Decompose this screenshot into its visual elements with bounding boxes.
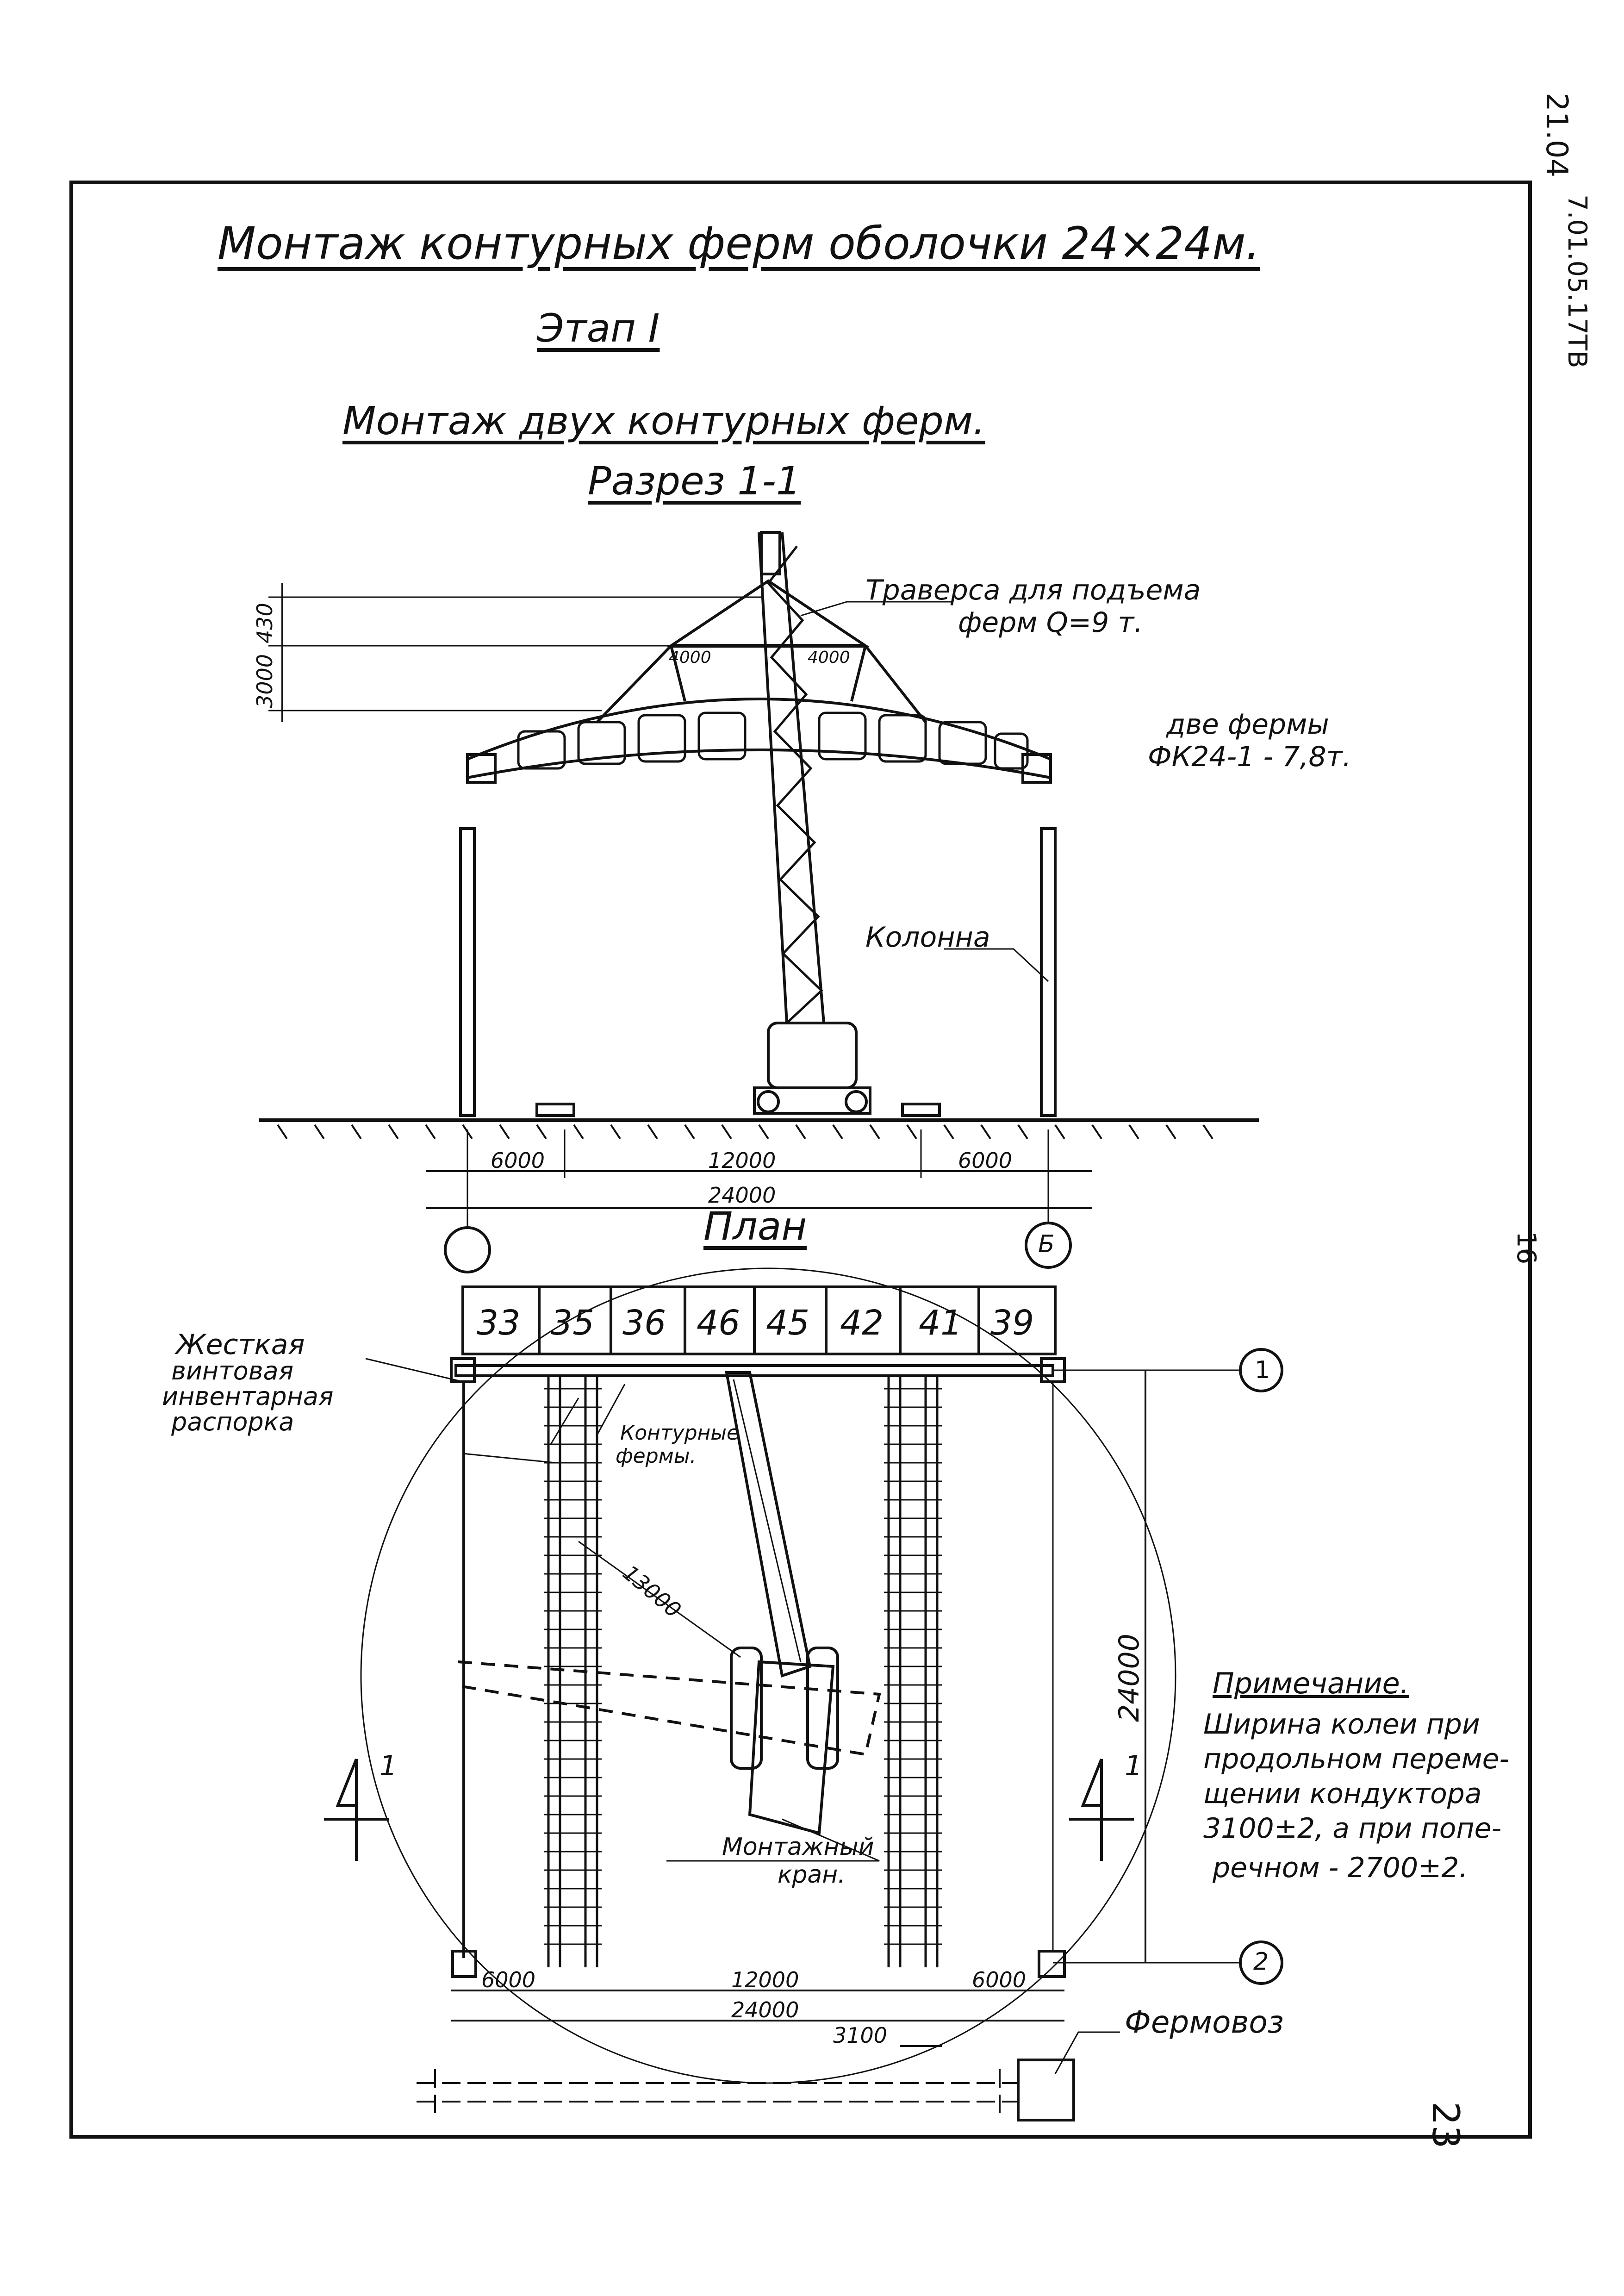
plan-dim-6000-left: 6000 (481, 1967, 536, 1992)
crane-radius-circle (360, 1267, 1176, 2084)
crane-label-2: кран. (778, 1861, 846, 1889)
note-line: продольном переме- (1203, 1743, 1510, 1775)
axis-circle-1 (1239, 1348, 1283, 1392)
crane-label-1: Монтажный (722, 1833, 874, 1861)
dim-6000-right: 6000 (958, 1148, 1013, 1173)
crane-cab (767, 1022, 858, 1089)
column-label: Колонна (865, 921, 990, 954)
plan-dim-3100: 3100 (833, 2023, 888, 2048)
column-right (1040, 827, 1057, 1117)
crane-boom (758, 532, 825, 1023)
dim-24000-vertical: 24000 (1113, 1634, 1145, 1722)
crane-track-left (730, 1647, 763, 1770)
boom-tip (760, 531, 781, 575)
brace-label-3: инвентарная (162, 1382, 334, 1411)
truss-top-chord (467, 698, 1052, 761)
truss-number: 46 (697, 1303, 740, 1343)
crane-body-plan (748, 1660, 835, 1835)
dim-6000-left: 6000 (491, 1148, 545, 1173)
truss-carrier-label: Фермовоз (1125, 2004, 1284, 2040)
plan-dim-24000: 24000 (731, 1997, 799, 2022)
subtitle: Монтаж двух контурных ферм. (342, 398, 985, 443)
plan-dim-6000-right: 6000 (972, 1967, 1027, 1992)
truss-label-1: две фермы (1166, 708, 1329, 741)
traverse (666, 579, 870, 647)
axis-circle-2 (1239, 1940, 1283, 1985)
section-mark-right (1069, 1758, 1134, 1861)
column-left (459, 827, 476, 1117)
truss-number: 36 (622, 1303, 666, 1343)
axis-circle-left (444, 1226, 491, 1273)
rail-left (535, 1103, 575, 1117)
section-mark-right-label: 1 (1125, 1750, 1143, 1782)
traverse-label-2: ферм Q=9 т. (958, 606, 1143, 639)
section-mark-left (324, 1758, 389, 1861)
note-line: 3100±2, а при попе- (1203, 1812, 1502, 1845)
crane-body-transverse (453, 1660, 881, 1756)
truss-label-2: ФК24-1 - 7,8т. (1148, 741, 1351, 773)
note-line: щении кондуктора (1203, 1778, 1482, 1810)
plan-dim-12000: 12000 (731, 1967, 799, 1992)
axis-1-label: 1 (1255, 1356, 1270, 1384)
crane-track-right (806, 1647, 839, 1770)
section-mark-left-label: 1 (380, 1750, 398, 1782)
truss-number: 39 (990, 1303, 1034, 1343)
truss-carrier (417, 2069, 1018, 2115)
plan-title: План (703, 1204, 807, 1249)
page-title: Монтаж контурных ферм оболочки 24×24м. (218, 218, 1260, 269)
brace-label-1: Жесткая (176, 1329, 305, 1361)
brace-label-2: винтовая (171, 1356, 294, 1385)
dim-3000: 3000 (252, 654, 277, 708)
stage-title: Этап I (537, 306, 660, 351)
rail-right (901, 1103, 941, 1117)
crane-tracks (753, 1086, 871, 1115)
section-title: Разрез 1-1 (588, 458, 801, 504)
traverse-label-1: Траверса для подъема (865, 574, 1201, 606)
truss-number: 42 (840, 1303, 884, 1343)
note-line: Ширина колеи при (1203, 1708, 1480, 1741)
truss-number: 35 (551, 1303, 595, 1343)
ground-hatching (277, 1124, 1213, 1140)
axis-right-label: Б (1038, 1230, 1055, 1258)
dim-4000-left: 4000 (669, 648, 711, 667)
truss-number: 41 (919, 1303, 963, 1343)
dim-24000: 24000 (708, 1183, 776, 1208)
dim-12000: 12000 (708, 1148, 776, 1173)
rail-sleepers (544, 1388, 942, 1945)
contour-label-1: Контурные (620, 1421, 740, 1445)
drawing-frame (69, 181, 1532, 2139)
axis-2-label: 2 (1253, 1948, 1269, 1976)
crane-boom-plan (725, 1371, 812, 1678)
dim-430: 430 (252, 603, 277, 643)
truss-number: 45 (766, 1303, 810, 1343)
truss-number: 33 (477, 1303, 521, 1343)
contour-truss-top (454, 1364, 1054, 1377)
dim-4000-right: 4000 (808, 648, 850, 667)
note-heading: Примечание. (1213, 1666, 1409, 1700)
truss-number-strip (461, 1285, 1057, 1355)
contour-label-2: фермы. (616, 1444, 697, 1468)
truss-carrier-cab (1017, 2059, 1075, 2121)
truss-panels (517, 711, 1029, 770)
note-line: речном - 2700±2. (1213, 1852, 1468, 1884)
brace-label-4: распорка (171, 1407, 294, 1436)
